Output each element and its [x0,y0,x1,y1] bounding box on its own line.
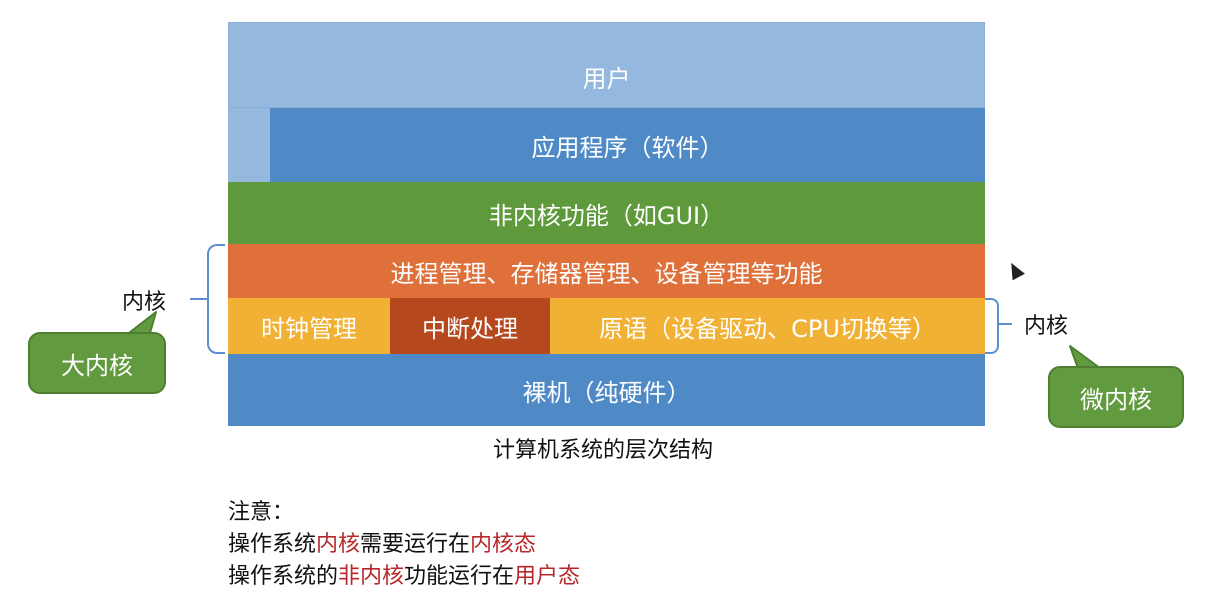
left-kernel-label: 内核 [122,290,167,315]
layer-kernel-management-label: 进程管理、存储器管理、设备管理等功能 [390,259,823,288]
layer-application-label: 应用程序（软件） [531,133,724,162]
notes-line-2-c: 功能运行在 [404,564,515,589]
notes-line-1-d: 内核态 [470,532,537,557]
diagram-caption: 计算机系统的层次结构 [492,438,713,463]
left-kernel-bracket-tick [190,298,208,300]
right-kernel-label: 内核 [1024,314,1069,339]
layer-primitives: 原语（设备驱动、CPU切换等） [550,298,985,354]
right-bubble-label: 微内核 [1080,385,1152,414]
layer-clock-management: 时钟管理 [228,298,390,354]
layer-user-label: 用户 [582,65,631,93]
layer-user: 用户 [228,22,985,108]
layer-hardware: 裸机（纯硬件） [228,354,985,426]
notes-line-1: 操作系统内核需要运行在内核态 [228,526,536,558]
layer-interrupt-handling-label: 中断处理 [422,314,518,343]
layer-hardware-label: 裸机（纯硬件） [522,378,691,407]
left-kernel-bracket [207,244,225,354]
mouse-cursor-icon [1005,259,1025,281]
layer-interrupt-handling: 中断处理 [390,298,550,354]
notes-line-2-b: 非内核 [338,564,405,589]
layer-application: 应用程序（软件） [270,108,985,182]
notes-line-2: 操作系统的非内核功能运行在用户态 [228,558,580,590]
right-kernel-bracket [985,298,999,354]
left-bubble-label: 大内核 [61,351,133,380]
layer-clock-management-label: 时钟管理 [261,314,357,343]
left-bubble-monolithic-kernel: 大内核 [28,332,166,394]
notes-line-2-a: 操作系统的 [228,564,339,589]
layer-kernel-management: 进程管理、存储器管理、设备管理等功能 [228,244,985,298]
layer-primitives-label: 原语（设备驱动、CPU切换等） [599,314,936,343]
notes-title: 注意： [228,500,295,525]
layer-user-left-strip [228,108,270,182]
layer-non-kernel-label: 非内核功能（如GUI） [488,201,725,230]
notes-line-1-b: 内核 [316,532,361,557]
notes-line-1-c: 需要运行在 [360,532,471,557]
right-kernel-bracket-tick [998,323,1012,325]
layer-non-kernel: 非内核功能（如GUI） [228,182,985,244]
notes-line-1-a: 操作系统 [228,532,317,557]
notes-line-2-d: 用户态 [514,564,581,589]
right-bubble-microkernel: 微内核 [1048,366,1184,428]
